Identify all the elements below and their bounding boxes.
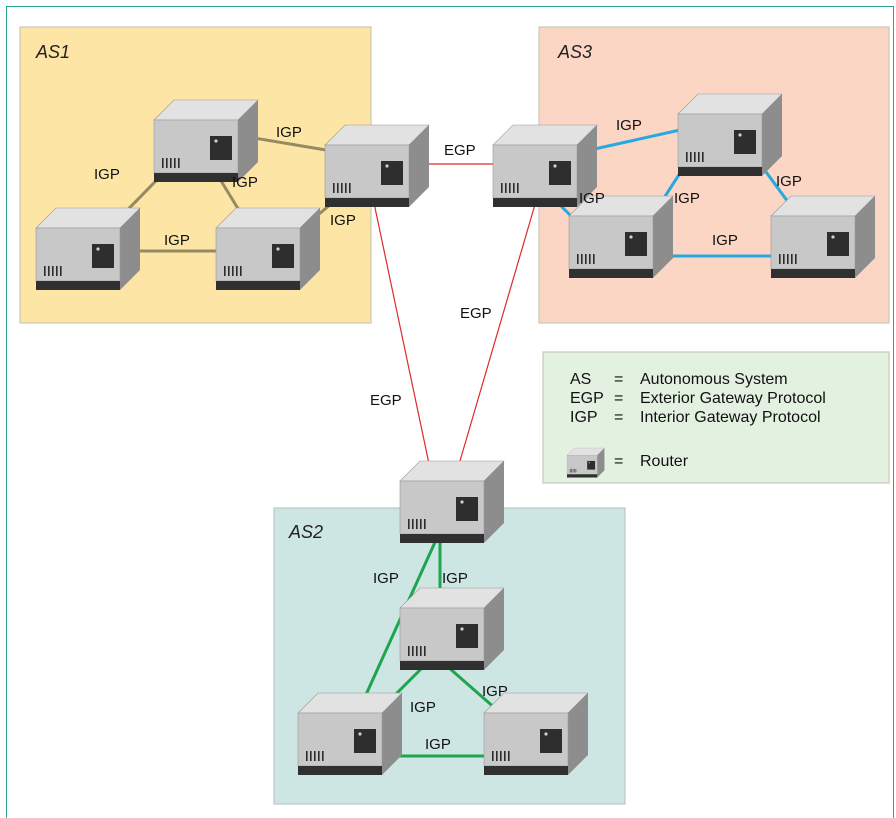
legend-meaning-as: Autonomous System xyxy=(640,371,788,388)
label-as1-igp-bottom: IGP xyxy=(164,232,190,249)
router-as2-right xyxy=(483,692,589,776)
legend-eq-igp: = xyxy=(614,409,623,426)
outer-frame xyxy=(6,6,894,818)
router-as3-right xyxy=(770,195,876,279)
router-as2-border xyxy=(399,460,505,544)
legend-abbr-igp: IGP xyxy=(570,409,598,426)
label-as2-igp-lower-left: IGP xyxy=(410,699,436,716)
router-as1-border xyxy=(324,124,430,208)
label-egp-as1-as3: EGP xyxy=(444,142,476,159)
label-as2-igp-lower-right: IGP xyxy=(482,683,508,700)
egp-links xyxy=(369,163,542,479)
legend-meaning-egp: Exterior Gateway Protocol xyxy=(640,390,826,407)
label-as1-igp-left: IGP xyxy=(94,166,120,183)
label-as3-igp-bottom: IGP xyxy=(712,232,738,249)
router-as3-top xyxy=(677,93,783,177)
label-as3-igp-right: IGP xyxy=(776,173,802,190)
label-as3-igp-middle: IGP xyxy=(674,190,700,207)
label-as1-igp-border: IGP xyxy=(330,212,356,229)
legend-eq-egp: = xyxy=(614,390,623,407)
egp-link-as3-as2 xyxy=(454,183,542,479)
label-egp-as3-as2: EGP xyxy=(460,305,492,322)
as2-title: AS2 xyxy=(288,522,323,542)
legend-abbr-as: AS xyxy=(570,371,591,388)
as1-title: AS1 xyxy=(35,42,70,62)
legend-eq-router: = xyxy=(614,453,623,470)
legend-router-label: Router xyxy=(640,453,689,470)
egp-link-as1-as2 xyxy=(369,183,433,479)
router-as2-middle xyxy=(399,587,505,671)
label-as3-igp-left: IGP xyxy=(579,190,605,207)
router-as2-left xyxy=(297,692,403,776)
legend-abbr-egp: EGP xyxy=(570,390,604,407)
label-as2-igp-left: IGP xyxy=(373,570,399,587)
label-as3-igp-top: IGP xyxy=(616,117,642,134)
legend-router-icon xyxy=(566,447,605,478)
label-egp-as1-as2: EGP xyxy=(370,392,402,409)
legend-eq-as: = xyxy=(614,371,623,388)
legend: AS = Autonomous System EGP = Exterior Ga… xyxy=(542,351,890,484)
legend-meaning-igp: Interior Gateway Protocol xyxy=(640,409,821,426)
router-as1-right xyxy=(215,207,321,291)
router-as1-left xyxy=(35,207,141,291)
router-as1-top xyxy=(153,99,259,183)
label-as1-igp-top-right: IGP xyxy=(276,124,302,141)
as3-title: AS3 xyxy=(557,42,592,62)
label-as2-igp-right: IGP xyxy=(442,570,468,587)
label-as1-igp-middle: IGP xyxy=(232,174,258,191)
label-as2-igp-bottom: IGP xyxy=(425,736,451,753)
router-as3-left xyxy=(568,195,674,279)
